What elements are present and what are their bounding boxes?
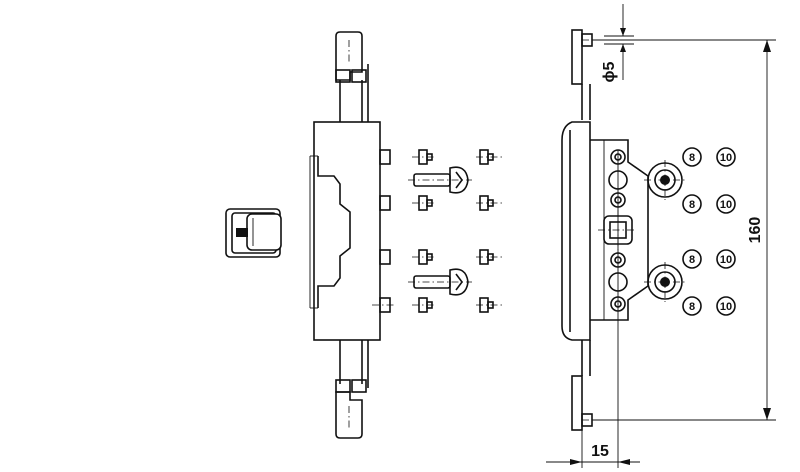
hole-markers: 8 10 8 10 8 10 8 10	[682, 147, 736, 316]
diameter-label: ϕ5	[601, 61, 618, 82]
lock-cylinder	[225, 208, 282, 258]
diameter-dimension: ϕ5	[601, 4, 634, 82]
hole-marker-label: 10	[720, 301, 732, 313]
screw-icon	[476, 195, 502, 211]
offset-dimension: 15	[546, 420, 640, 468]
hole-marker-label: 8	[689, 199, 695, 211]
screw-icon	[476, 297, 502, 313]
rosette-icon	[644, 160, 686, 200]
screw-icon	[476, 149, 502, 165]
screw-icon	[412, 195, 434, 211]
height-label: 160	[747, 217, 764, 244]
hole-marker-label: 10	[720, 152, 732, 164]
hole-marker-label: 10	[720, 199, 732, 211]
screw-icon	[476, 249, 502, 265]
offset-label: 15	[591, 443, 609, 460]
screw-set	[408, 149, 502, 313]
screw-icon	[412, 149, 434, 165]
screw-icon	[412, 297, 434, 313]
rosette-icon	[644, 262, 686, 302]
bolt-icon	[408, 268, 472, 296]
screw-icon	[412, 249, 434, 265]
height-dimension: 160	[592, 39, 776, 421]
hole-marker-label: 8	[689, 152, 695, 164]
hole-marker-label: 8	[689, 254, 695, 266]
bolt-icon	[408, 166, 472, 194]
hole-marker-label: 8	[689, 301, 695, 313]
lock-body-side	[309, 31, 396, 439]
lock-front-view	[561, 29, 686, 431]
hole-marker-label: 10	[720, 254, 732, 266]
